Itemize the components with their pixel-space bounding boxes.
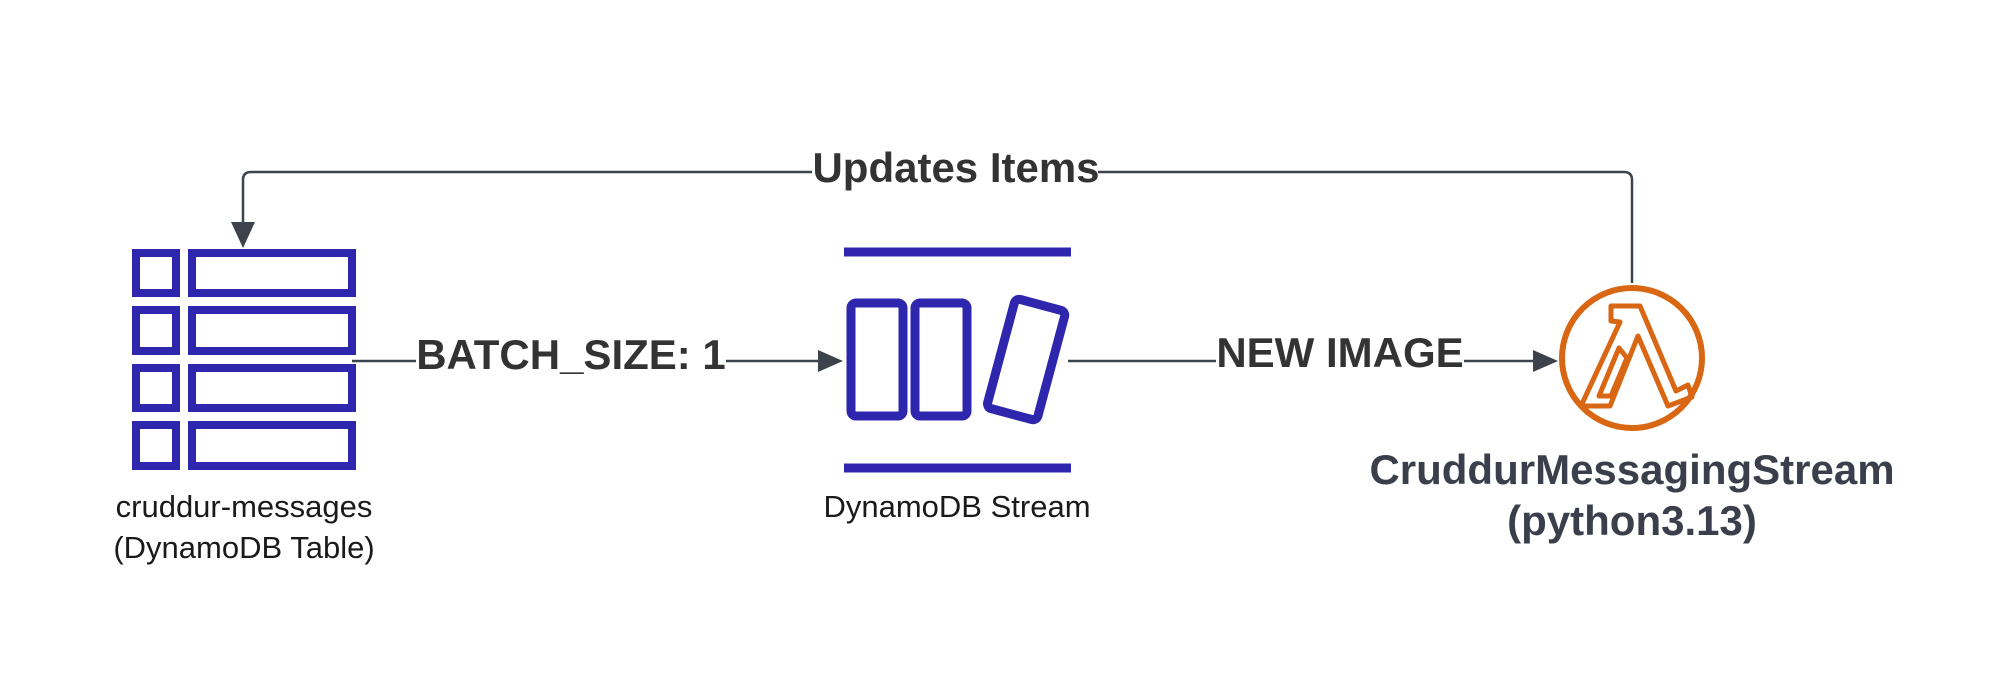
arrowhead-to-lambda (1533, 350, 1558, 372)
arrowhead-to-stream (818, 350, 843, 372)
edge-label-updates-items: Updates Items (812, 144, 1099, 191)
lambda-icon (1559, 285, 1705, 431)
stream-label: DynamoDB Stream (823, 489, 1090, 524)
table-label-name: cruddur-messages (116, 489, 373, 524)
dynamodb-stream-icon (844, 247, 1071, 473)
arrowhead-to-table (231, 222, 255, 248)
lambda-label-runtime: (python3.13) (1507, 497, 1757, 544)
lambda-label-name: CruddurMessagingStream (1369, 446, 1894, 493)
edge-label-batch-size: BATCH_SIZE: 1 (416, 331, 726, 378)
edge-label-new-image: NEW IMAGE (1216, 329, 1463, 376)
table-label-type: (DynamoDB Table) (113, 530, 374, 565)
lambda-glyph (1578, 303, 1695, 409)
dynamodb-table-icon (132, 249, 356, 470)
